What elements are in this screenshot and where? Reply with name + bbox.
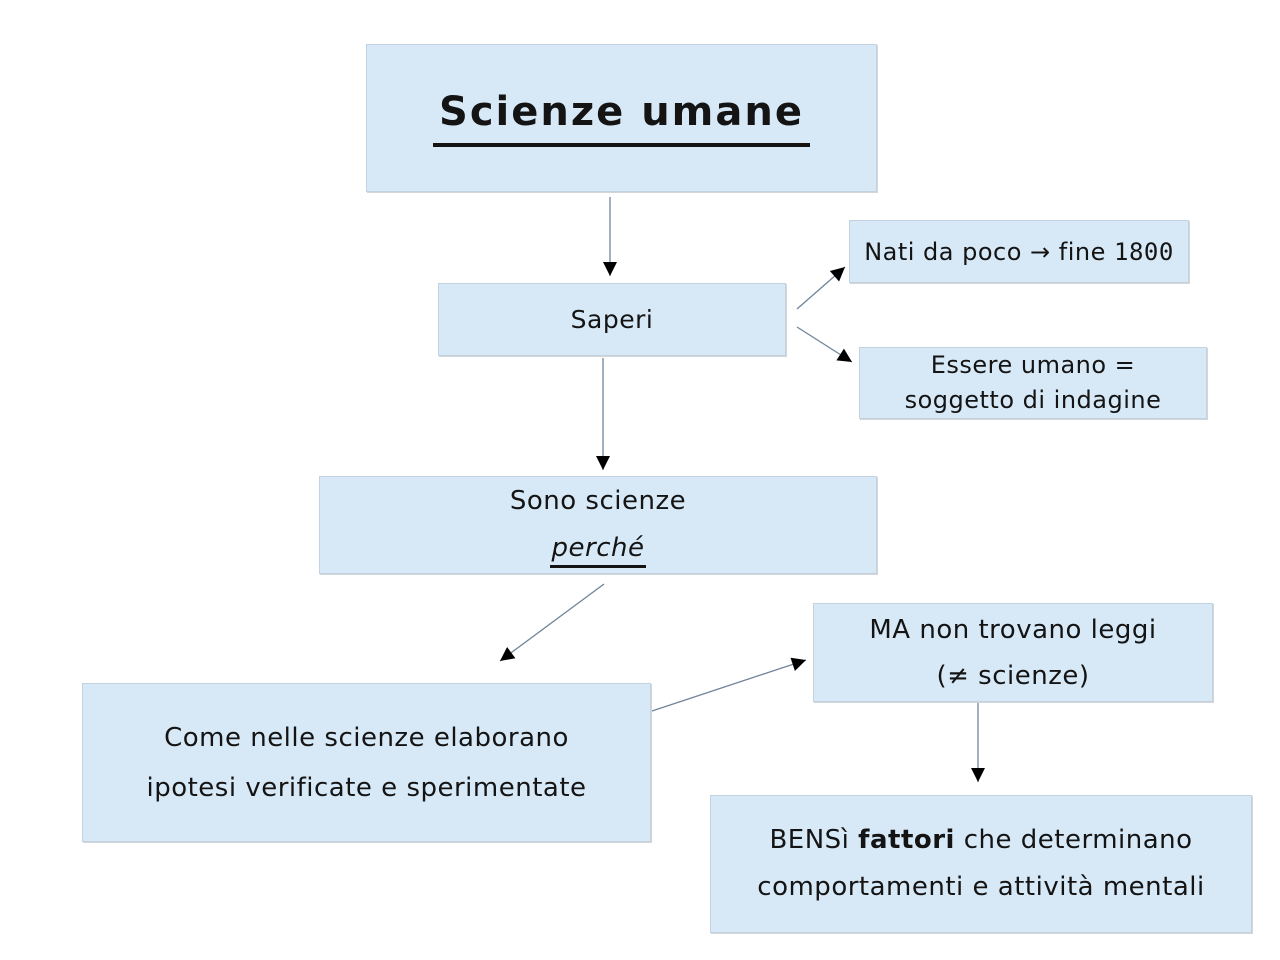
fattori-bold: fattori	[858, 825, 955, 855]
node-sono-scienze: Sono scienze perché	[319, 476, 877, 574]
year-value: 1800	[1114, 237, 1174, 266]
connector-saperi-essere	[796, 326, 853, 363]
node-ma-non-trovano-leggi: MA non trovano leggi (≠ scienze)	[813, 603, 1213, 702]
bensi-line1: BENSì fattori che determinano	[769, 817, 1192, 864]
ma-line1: MA non trovano leggi	[869, 614, 1157, 645]
ma-line2: (≠ scienze)	[936, 660, 1090, 691]
essere-line1: Essere umano =	[930, 351, 1136, 379]
title-label: Scienze umane	[433, 89, 810, 147]
node-saperi: Saperi	[438, 283, 786, 356]
node-nati-da-poco: Nati da poco → fine 1800	[849, 220, 1189, 283]
essere-line2: soggetto di indagine	[904, 386, 1162, 414]
node-scienze-umane: Scienze umane	[366, 44, 877, 192]
bensi-post: che determinano	[954, 825, 1193, 855]
connector-sono-come	[499, 583, 605, 662]
node-come-nelle-scienze: Come nelle scienze elaborano ipotesi ver…	[82, 683, 651, 842]
nati-text: Nati da poco → fine	[864, 237, 1115, 266]
come-line2: ipotesi verificate e sperimentate	[146, 772, 587, 803]
node-essere-umano: Essere umano = soggetto di indagine	[859, 347, 1207, 419]
come-line1: Come nelle scienze elaborano	[164, 722, 569, 753]
nati-label: Nati da poco → fine 1800	[864, 238, 1174, 266]
saperi-label: Saperi	[570, 305, 654, 334]
connector-come-ma	[651, 657, 807, 712]
sono-line2: perché	[549, 525, 647, 572]
connector-saperi-nati	[796, 266, 846, 310]
bensi-line2: comportamenti e attività mentali	[757, 872, 1205, 902]
perche-underlined: perché	[549, 533, 647, 568]
node-bensi-fattori: BENSì fattori che determinano comportame…	[710, 795, 1252, 933]
sono-line1: Sono scienze	[509, 486, 687, 516]
bensi-pre: BENSì	[769, 825, 859, 855]
